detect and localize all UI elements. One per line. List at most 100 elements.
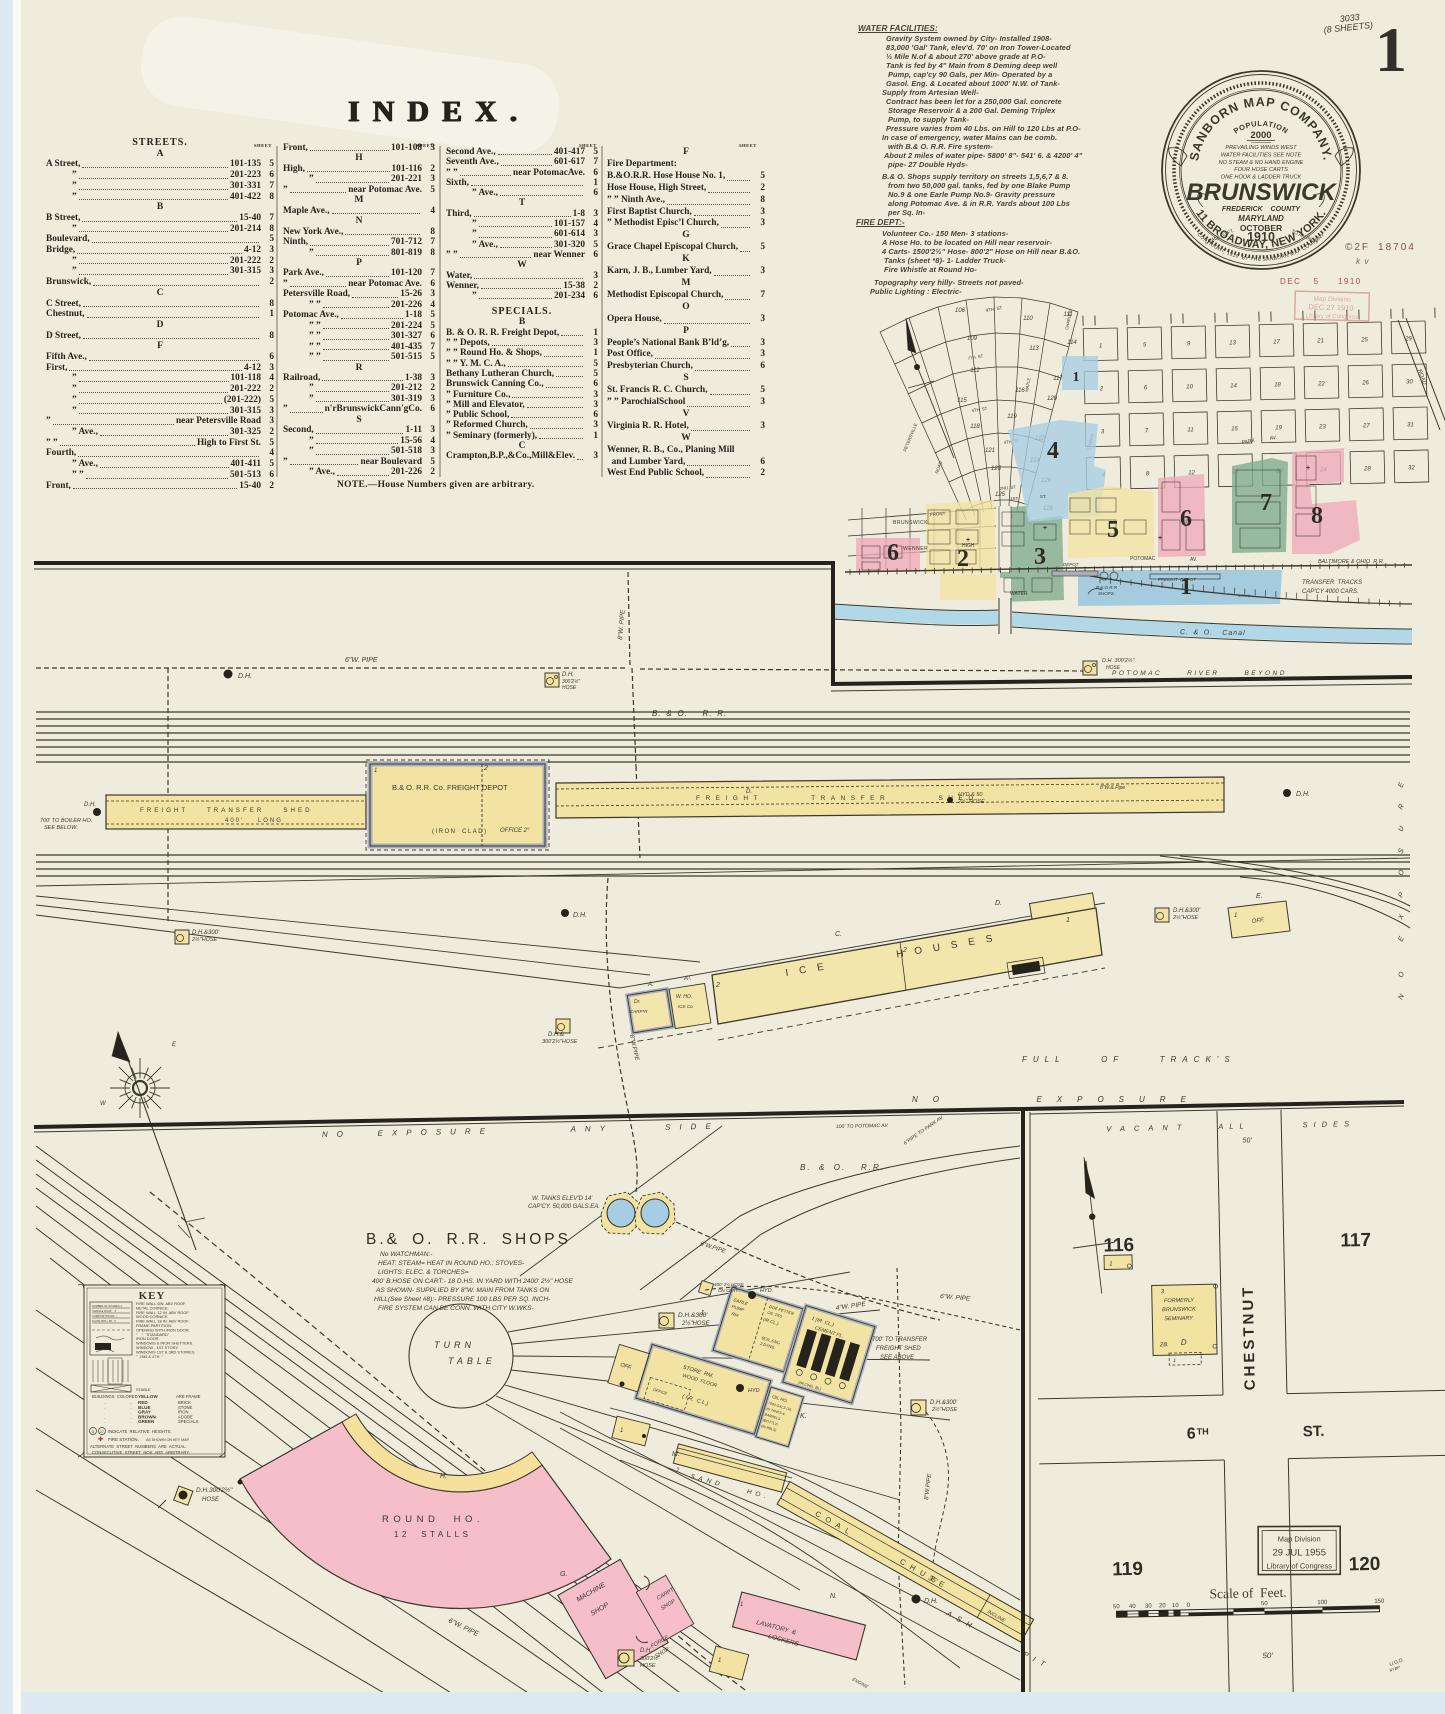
svg-text:6"PIPE TO PARK AV.: 6"PIPE TO PARK AV. <box>903 1115 945 1147</box>
svg-text:Dr.: Dr. <box>634 999 640 1005</box>
svg-text:5: 5 <box>1107 517 1119 543</box>
svg-text:D.H.&300': D.H.&300' <box>1173 908 1201 914</box>
svg-text:AV.: AV. <box>1269 435 1277 442</box>
svg-text:2ND ST: 2ND ST <box>1000 484 1017 491</box>
svg-text:40: 40 <box>1129 1604 1136 1610</box>
svg-text:22: 22 <box>1317 381 1325 387</box>
svg-text:M.: M. <box>672 1451 680 1458</box>
svg-text:50: 50 <box>1261 1601 1268 1607</box>
svg-text:POTOMAC: POTOMAC <box>1130 556 1156 562</box>
svg-text:PREVAILING WINDS WEST: PREVAILING WINDS WEST <box>1225 145 1297 151</box>
svg-text:18: 18 <box>1274 382 1281 388</box>
svg-text:7: 7 <box>1145 428 1149 434</box>
svg-text:8"W.PIPE: 8"W.PIPE <box>628 1034 640 1062</box>
svg-text:OIL HO.: OIL HO. <box>772 1394 789 1404</box>
svg-text:HOSE: HOSE <box>640 1663 656 1669</box>
svg-text:10: 10 <box>1186 384 1193 390</box>
svg-text:28: 28 <box>1363 466 1371 472</box>
svg-text:D.H.: D.H. <box>1296 791 1310 798</box>
svg-text:117: 117 <box>1340 1230 1371 1252</box>
svg-text:109: 109 <box>967 336 978 342</box>
svg-text:" " "STANDARD": " " "STANDARD" <box>136 1332 170 1337</box>
svg-text:N: N <box>1397 992 1406 1000</box>
svg-text:300'2½": 300'2½" <box>640 1655 661 1662</box>
svg-text:BUILDINGS COLORED: BUILDINGS COLORED <box>92 1394 138 1399</box>
svg-text:J.: J. <box>699 1310 706 1317</box>
svg-text:5: 5 <box>92 1429 95 1434</box>
svg-text:E.: E. <box>1256 893 1263 900</box>
svg-text:2: 2 <box>675 1468 680 1474</box>
svg-text:RED: RED <box>138 1400 148 1405</box>
svg-text:BALTIMORE & OHIO R.R.: BALTIMORE & OHIO R.R. <box>1318 559 1384 565</box>
svg-text:C.: C. <box>835 931 842 938</box>
svg-text:5TH ST: 5TH ST <box>971 406 988 413</box>
svg-text:SEE ABOVE: SEE ABOVE <box>880 1355 915 1361</box>
svg-text:GREEN: GREEN <box>138 1419 155 1424</box>
svg-text:FIRE WALL 12 IN. ABV ROOF.: FIRE WALL 12 IN. ABV ROOF. <box>136 1310 189 1315</box>
svg-text:1: 1 <box>740 1602 743 1608</box>
svg-text:ST.: ST. <box>1040 494 1047 499</box>
svg-text:C. & O. Canal: C. & O. Canal <box>1180 629 1246 637</box>
svg-text:HYD: HYD <box>748 1388 760 1394</box>
svg-text:3033: 3033 <box>1339 12 1360 24</box>
svg-text:k v: k v <box>1356 257 1369 266</box>
svg-text:B. & O. R. R.: B. & O. R. R. <box>652 709 727 718</box>
svg-text:FOUR HOSE CARTS: FOUR HOSE CARTS <box>1234 167 1288 173</box>
svg-text:2: 2 <box>1099 386 1104 392</box>
svg-text:AS SHOWN- SUPPLIED BY 8"W. MAI: AS SHOWN- SUPPLIED BY 8"W. MAIN FROM TAN… <box>375 1287 550 1294</box>
svg-text:25: 25 <box>1360 337 1368 343</box>
svg-text:ALTERNATE STREET NUMBERS AR: ALTERNATE STREET NUMBERS ARE ACTUAL. <box>90 1444 187 1449</box>
svg-text:+: + <box>1043 525 1047 532</box>
svg-text:AV.: AV. <box>1190 557 1197 563</box>
svg-text:10: 10 <box>1172 1603 1179 1609</box>
svg-text:121: 121 <box>985 448 995 454</box>
svg-text:Scale of Feet.: Scale of Feet. <box>1209 1585 1287 1602</box>
svg-text:OFFICE: OFFICE <box>652 1387 668 1396</box>
svg-text:27: 27 <box>100 1430 104 1434</box>
svg-text:✚: ✚ <box>98 1436 103 1443</box>
svg-text:GRAY: GRAY <box>138 1410 151 1415</box>
svg-text:32: 32 <box>1408 465 1415 471</box>
svg-text:AS SHOWN ON KEY MAP.: AS SHOWN ON KEY MAP. <box>146 1438 189 1442</box>
svg-text:COMPOSITION RF •: COMPOSITION RF • <box>92 1314 117 1318</box>
svg-text:2: 2 <box>957 546 969 572</box>
svg-text:HYD.: HYD. <box>760 1288 773 1294</box>
svg-text:BLUE: BLUE <box>138 1405 151 1410</box>
svg-text:D.H.: D.H. <box>238 673 252 680</box>
svg-text:115: 115 <box>957 398 967 404</box>
svg-text:+: + <box>966 537 970 544</box>
svg-text:ST.: ST. <box>1303 1423 1325 1440</box>
svg-text:2: 2 <box>902 947 907 954</box>
svg-text:1: 1 <box>1066 917 1070 924</box>
svg-text:..: .. <box>104 1411 106 1415</box>
svg-text:D.H.&: D.H.& <box>548 1032 564 1038</box>
svg-text:NO STEAM & NO HAND ENGINE: NO STEAM & NO HAND ENGINE <box>1219 160 1304 166</box>
svg-text:29 JUL 1955: 29 JUL 1955 <box>1272 1547 1326 1558</box>
svg-text:FRONT: FRONT <box>930 511 946 517</box>
svg-text:TRANSFER TRACKS: TRANSFER TRACKS <box>1302 580 1362 586</box>
svg-text:Library of Congress: Library of Congress <box>1305 313 1357 320</box>
svg-text:K.: K. <box>800 1413 807 1420</box>
svg-text:2½" HOSE: 2½" HOSE <box>957 798 985 805</box>
svg-text:2 DYNS.: 2 DYNS. <box>758 1341 775 1351</box>
svg-text:..: .. <box>104 1415 106 1419</box>
svg-text:TABLE: TABLE <box>448 1356 496 1366</box>
svg-text:ROUND HO.: ROUND HO. <box>382 1514 484 1525</box>
svg-text:9TH ST: 9TH ST <box>985 305 1003 313</box>
svg-text:114: 114 <box>1067 340 1077 346</box>
svg-text:E: E <box>1397 935 1405 942</box>
svg-text:112: 112 <box>970 368 980 374</box>
svg-text:400' LONG: 400' LONG <box>225 818 283 824</box>
svg-text:..: .. <box>130 1411 132 1415</box>
svg-text:IN TANKS &: IN TANKS & <box>766 1407 786 1417</box>
svg-text:CONSECUTIVE STREET NOS ARE: CONSECUTIVE STREET NOS ARE ARBITRARY. <box>92 1450 190 1455</box>
svg-text:1: 1 <box>374 768 377 774</box>
svg-text:CHARLES: CHARLES <box>1064 310 1073 331</box>
svg-text:35': 35' <box>927 1575 939 1586</box>
svg-text:30: 30 <box>1406 379 1413 385</box>
svg-text:KEY: KEY <box>139 1290 166 1302</box>
svg-text:SLATE WITH RF O: SLATE WITH RF O <box>92 1319 116 1323</box>
svg-text:H.: H. <box>440 1473 447 1480</box>
svg-text:HOSE: HOSE <box>1106 665 1121 671</box>
svg-text:12 STALLS: 12 STALLS <box>394 1530 471 1539</box>
